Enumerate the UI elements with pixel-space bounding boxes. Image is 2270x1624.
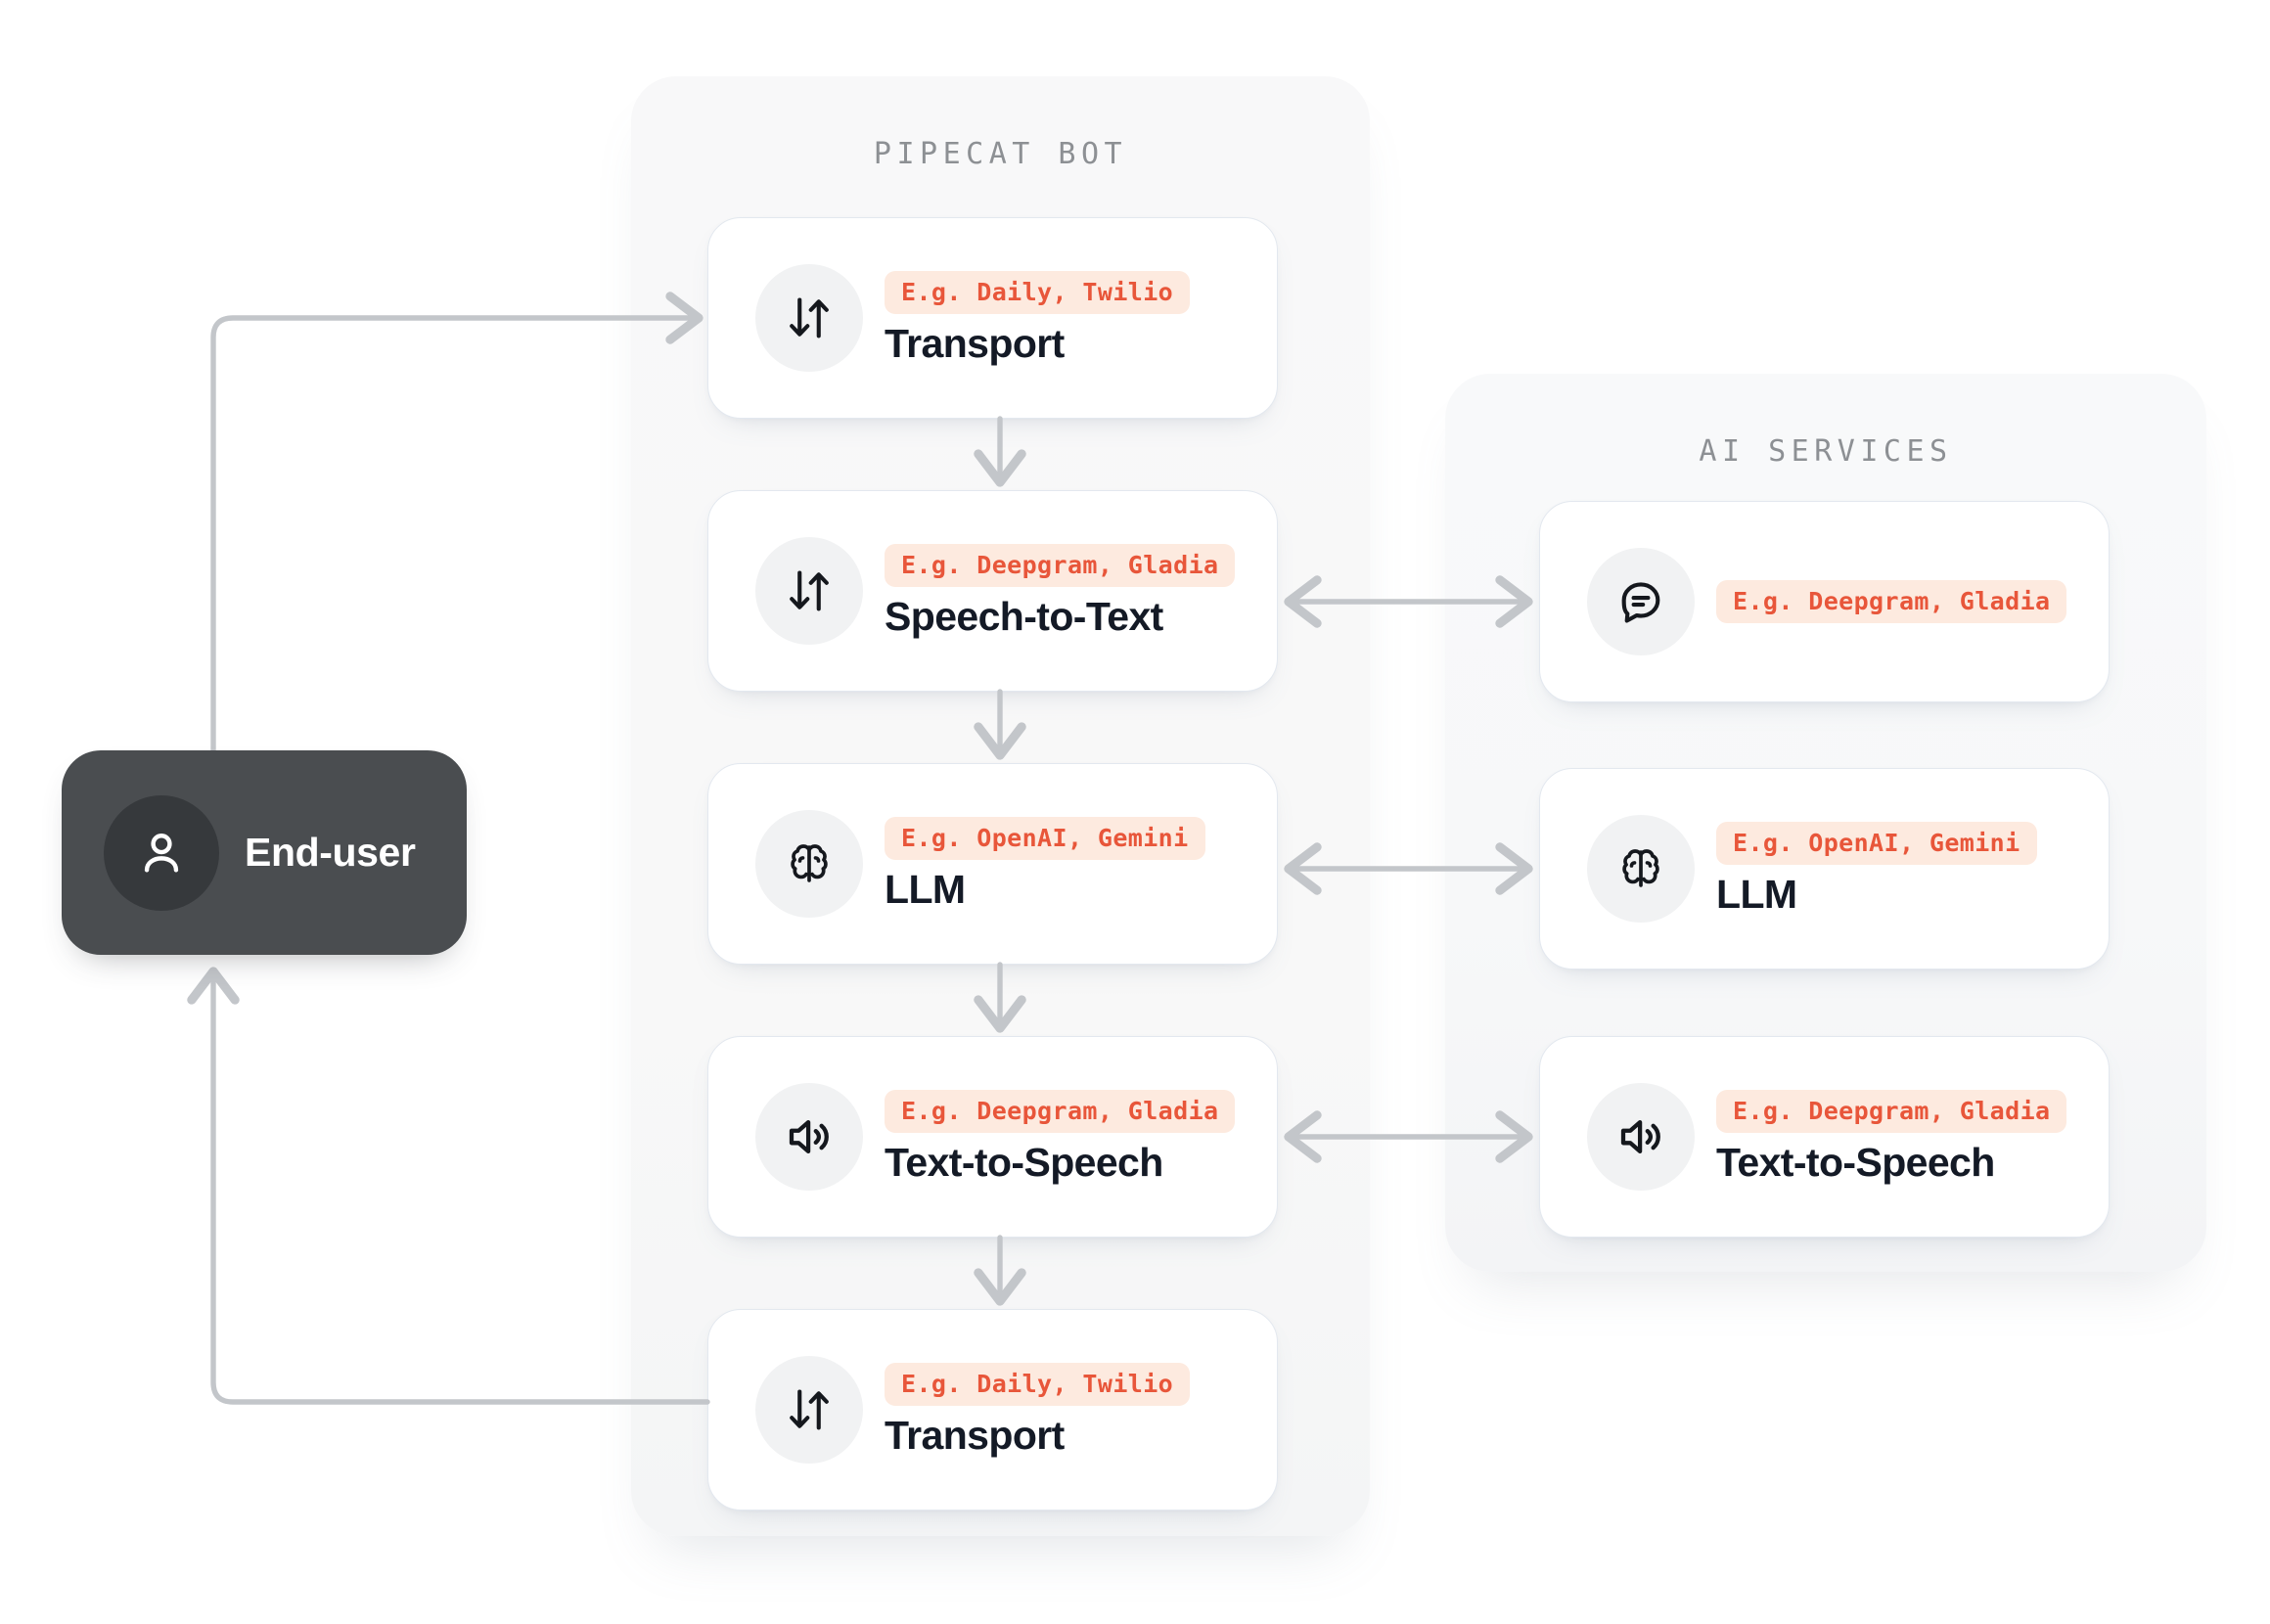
card-title: Transport [885,1412,1065,1458]
card-title: Text-to-Speech [885,1139,1163,1185]
card-title: LLM [885,866,966,912]
person-icon [104,794,219,911]
service-card-text-to-speech[interactable]: E.g. Deepgram, Gladia Text-to-Speech [1539,1036,2110,1238]
card-badge: E.g. Deepgram, Gladia [1716,580,2067,623]
end-user-node[interactable]: End-user [62,750,467,955]
card-badge: E.g. Daily, Twilio [885,1362,1191,1406]
end-user-label: End-user [245,830,416,875]
arrows-down-up-icon [755,264,863,372]
card-body: E.g. Daily, Twilio Transport [885,1362,1191,1458]
pipeline-card-llm[interactable]: E.g. OpenAI, Gemini LLM [707,763,1278,965]
ai-services-panel-title: AI SERVICES [1699,434,1953,469]
pipeline-card-transport-in[interactable]: E.g. Daily, Twilio Transport [707,217,1278,419]
pipeline-card-text-to-speech[interactable]: E.g. Deepgram, Gladia Text-to-Speech [707,1036,1278,1238]
brain-icon [1587,815,1695,923]
arrow-enduser-to-transport-in [210,292,704,753]
card-body: E.g. OpenAI, Gemini LLM [1716,821,2037,917]
pipeline-card-transport-out[interactable]: E.g. Daily, Twilio Transport [707,1309,1278,1511]
pipeline-card-speech-to-text[interactable]: E.g. Deepgram, Gladia Speech-to-Text [707,490,1278,692]
brain-icon [755,810,863,918]
arrows-down-up-icon [755,537,863,645]
card-body: E.g. OpenAI, Gemini LLM [885,816,1205,912]
card-body: E.g. Deepgram, Gladia Speech-to-Text [885,543,1236,639]
service-card-speech-to-text[interactable]: E.g. Deepgram, Gladia [1539,501,2110,702]
card-title: Speech-to-Text [885,593,1163,639]
speaker-icon [1587,1083,1695,1191]
card-body: E.g. Deepgram, Gladia Text-to-Speech [885,1089,1236,1185]
card-badge: E.g. Deepgram, Gladia [1716,1089,2067,1133]
service-card-llm[interactable]: E.g. OpenAI, Gemini LLM [1539,768,2110,970]
card-badge: E.g. OpenAI, Gemini [885,816,1205,860]
speaker-icon [755,1083,863,1191]
card-title: LLM [1716,871,1797,917]
card-badge: E.g. Deepgram, Gladia [885,543,1236,587]
arrows-down-up-icon [755,1356,863,1464]
speech-bubble-icon [1587,548,1695,655]
card-body: E.g. Daily, Twilio Transport [885,270,1191,366]
card-title: Text-to-Speech [1716,1139,1995,1185]
card-badge: E.g. Deepgram, Gladia [885,1089,1236,1133]
card-body: E.g. Deepgram, Gladia Text-to-Speech [1716,1089,2067,1185]
card-badge: E.g. Daily, Twilio [885,270,1191,314]
card-badge: E.g. OpenAI, Gemini [1716,821,2037,865]
card-title: Transport [885,320,1065,366]
pipecat-bot-panel-title: PIPECAT BOT [873,137,1128,171]
card-body: E.g. Deepgram, Gladia [1716,580,2067,623]
